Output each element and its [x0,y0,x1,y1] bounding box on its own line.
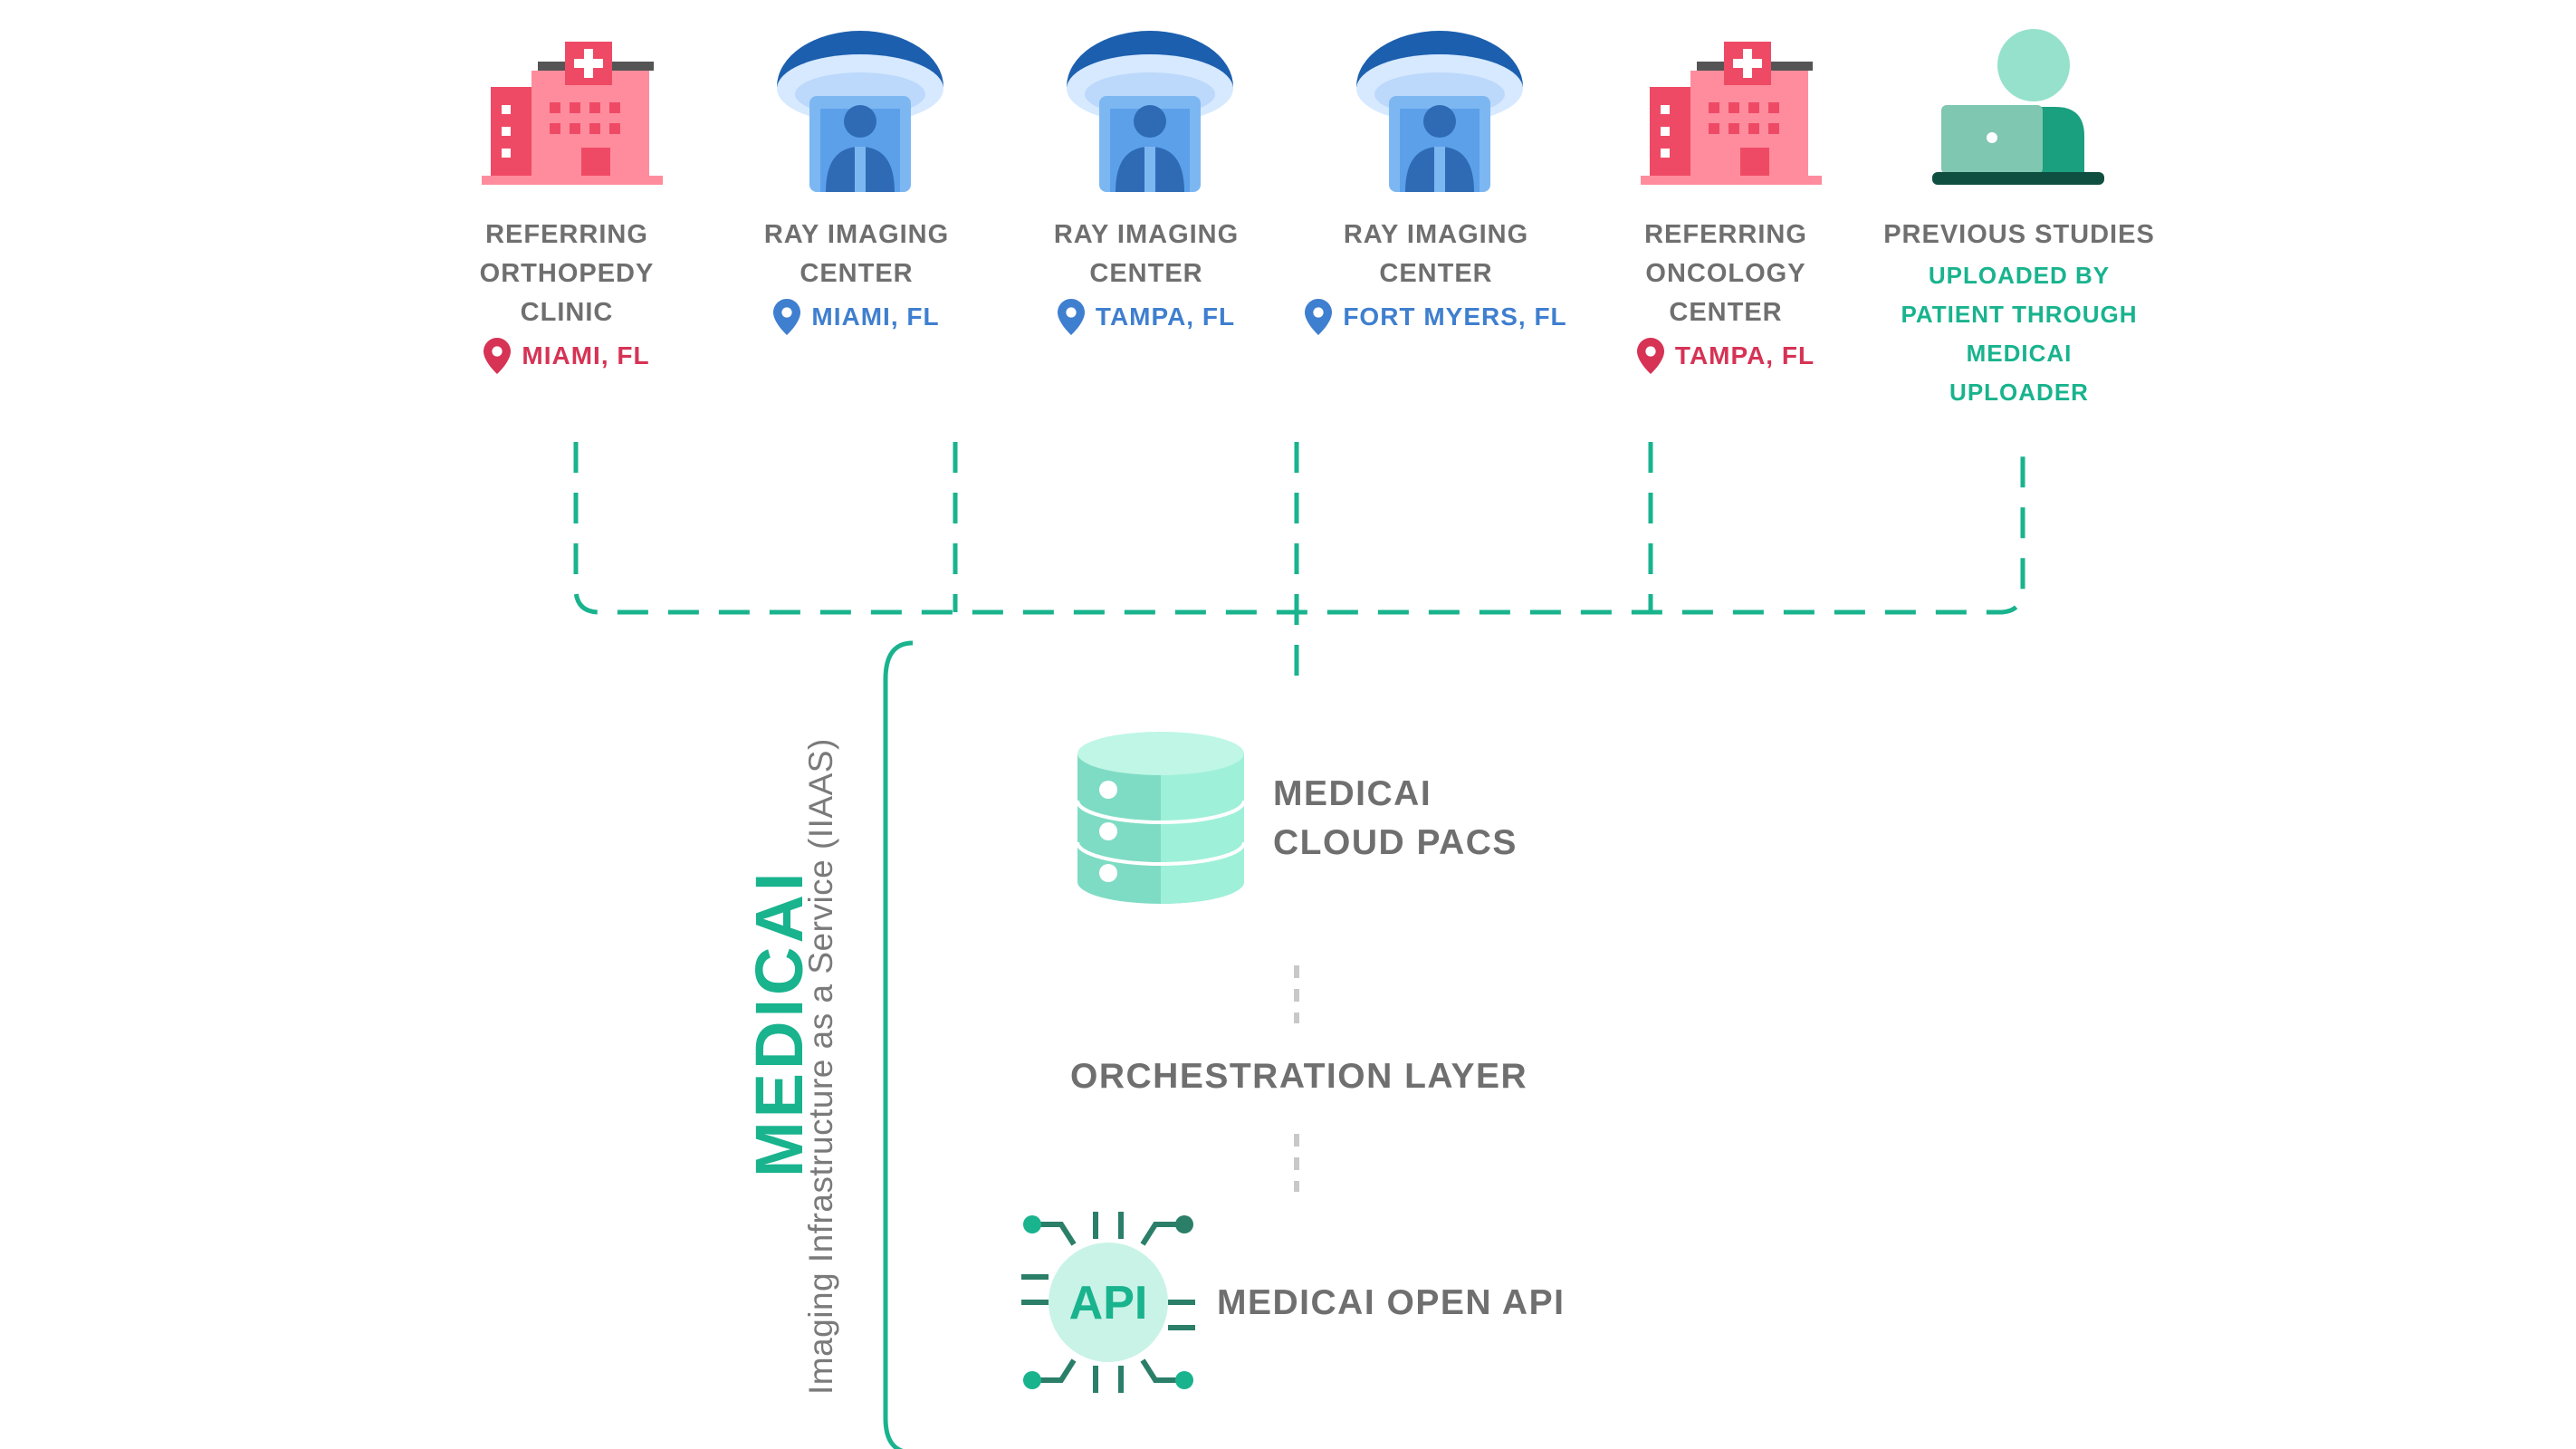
api-chip-icon: API [1021,1212,1195,1393]
source-location: TAMPA, FL [1010,299,1282,335]
source-location: MIAMI, FL [721,299,992,335]
imaging-scanner-icon [777,31,943,192]
source-location: TAMPA, FL [1590,338,1862,374]
platform-subtitle: Imaging Infrastructure as a Service (IIA… [802,738,839,1395]
open-api-label: MEDICAI OPEN API [1217,1283,1566,1322]
hospital-icon [1641,42,1822,185]
source-title: PREVIOUS STUDIES [1883,220,2155,249]
source-location: FORT MYERS, FL [1282,299,1590,335]
location-pin-icon [1305,299,1333,335]
orchestration-layer-label: ORCHESTRATION LAYER [1070,1057,1528,1096]
imaging-scanner-icon [1356,31,1523,192]
cloud-pacs-label: MEDICAI CLOUD PACS [1273,774,1518,862]
hospital-icon [482,42,663,185]
connector-orthopedy [573,442,2025,615]
source-location: MIAMI, FL [431,338,703,374]
location-pin-icon [1057,299,1085,335]
patient-laptop-icon [1932,29,2104,185]
database-icon [1076,732,1246,904]
svg-text:API: API [1069,1277,1148,1329]
location-pin-icon [484,338,512,374]
location-pin-icon [773,299,801,335]
location-pin-icon [1636,338,1664,374]
imaging-scanner-icon [1067,31,1233,192]
platform-bracket [883,640,914,1449]
